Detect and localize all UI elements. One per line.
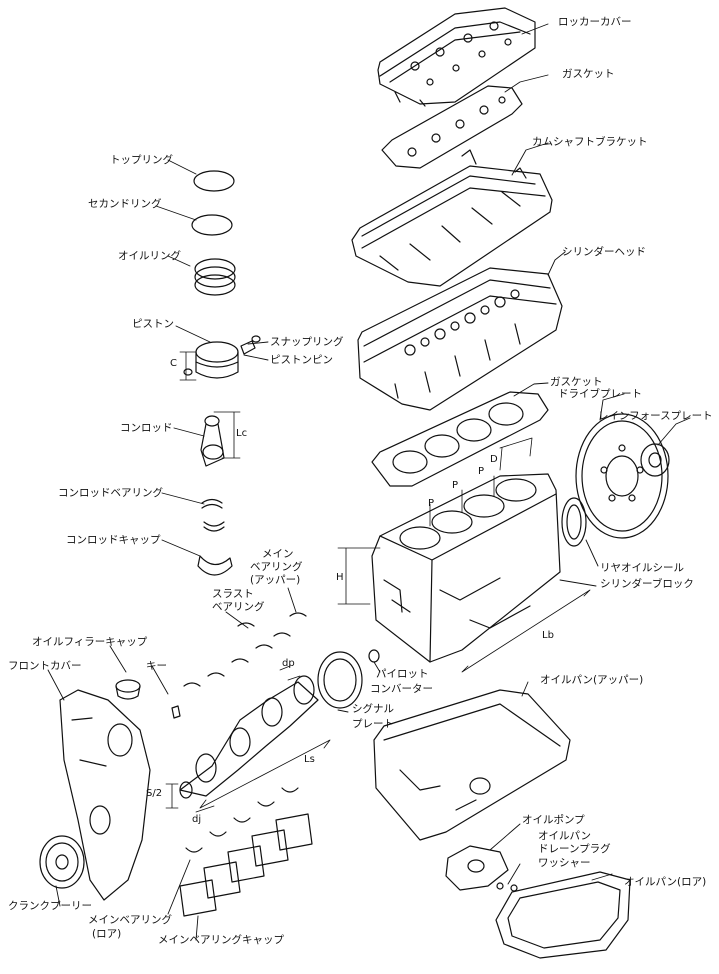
label-rocker-cover: ロッカーカバー bbox=[558, 16, 632, 28]
label-camshaft-bracket: カムシャフトブラケット bbox=[532, 136, 648, 148]
cylinder-head-drawing bbox=[357, 267, 563, 411]
label-main-bearing-lower-line1: メインベアリング bbox=[88, 914, 172, 926]
label-snap-ring: スナップリング bbox=[270, 336, 344, 348]
label-cylinder-block: シリンダーブロック bbox=[600, 578, 694, 590]
oil-filler-cap-drawing bbox=[115, 679, 141, 700]
rocker-cover-drawing bbox=[377, 7, 536, 107]
label-piston: ピストン bbox=[132, 318, 174, 330]
dim-dp: dp bbox=[282, 658, 295, 669]
label-thrust-bearing-line2: ベアリング bbox=[212, 601, 265, 613]
dimension-lines bbox=[165, 351, 591, 813]
label-piston-pin: ピストンピン bbox=[270, 354, 333, 366]
crank-pulley-drawing bbox=[39, 835, 85, 889]
label-main-bearing-upper-line1: メイン bbox=[262, 548, 294, 560]
label-key: キー bbox=[146, 660, 167, 672]
conrod-cap-drawing bbox=[197, 555, 233, 576]
main-bearings-upper-drawing bbox=[183, 612, 307, 687]
label-rear-oil-seal: リヤオイルシール bbox=[600, 562, 684, 574]
label-conrod-cap: コンロッドキャップ bbox=[66, 534, 161, 546]
label-front-cover: フロントカバー bbox=[8, 660, 82, 672]
label-conrod: コンロッド bbox=[120, 422, 173, 434]
front-cover-drawing bbox=[59, 689, 151, 901]
dim-p3: P bbox=[478, 466, 485, 477]
camshaft-bracket-drawing bbox=[351, 149, 553, 287]
label-pilot-converter-line1: パイロット bbox=[376, 668, 429, 680]
label-oil-pan-lower: オイルパン(ロア) bbox=[624, 876, 707, 888]
cylinder-block-drawing bbox=[371, 473, 561, 663]
head-gasket-drawing bbox=[371, 391, 549, 487]
dim-s2: S/2 bbox=[146, 788, 163, 799]
drain-plug-drawing bbox=[496, 882, 518, 892]
dim-ls: Ls bbox=[304, 754, 315, 765]
dim-p2: P bbox=[452, 480, 459, 491]
conrod-drawing bbox=[200, 415, 225, 467]
label-drive-plate: ドライブプレート bbox=[558, 388, 642, 400]
piston-rings-drawing bbox=[191, 170, 236, 296]
label-cylinder-head: シリンダーヘッド bbox=[562, 246, 646, 258]
label-head-gasket: ガスケット bbox=[550, 376, 603, 388]
key-drawing bbox=[171, 705, 181, 719]
conrod-bearing-drawing bbox=[201, 498, 225, 532]
label-reinforce-plate: レインフォースプレート bbox=[598, 410, 713, 422]
label-second-ring: セカンドリング bbox=[88, 198, 162, 210]
rocker-cover-gasket-drawing bbox=[381, 85, 523, 169]
main-bearings-lower-drawing bbox=[185, 787, 299, 853]
dim-lb: Lb bbox=[542, 630, 554, 641]
dim-lc: Lc bbox=[236, 428, 248, 439]
rear-oil-seal-drawing bbox=[561, 497, 587, 547]
oil-pan-lower-drawing bbox=[495, 871, 631, 959]
crankshaft-drawing bbox=[179, 675, 319, 799]
reinforce-plate-drawing bbox=[640, 443, 670, 477]
label-crank-pulley: クランクプーリー bbox=[8, 900, 92, 912]
oil-pan-upper-drawing bbox=[373, 689, 571, 841]
label-oil-ring: オイルリング bbox=[118, 250, 181, 262]
label-conrod-bearing: コンロッドベアリング bbox=[58, 487, 163, 499]
piston-drawing bbox=[183, 335, 261, 379]
label-pilot-converter-line2: コンバーター bbox=[370, 683, 433, 695]
label-signal-plate-line1: シグナル bbox=[352, 703, 394, 715]
label-washer: ワッシャー bbox=[538, 857, 591, 869]
label-drain-plug-line1: オイルパン bbox=[538, 830, 592, 842]
label-rocker-cover-gasket: ガスケット bbox=[562, 68, 615, 80]
label-drain-plug-line2: ドレーンプラグ bbox=[538, 843, 611, 855]
label-oil-pan-upper: オイルパン(アッパー) bbox=[540, 674, 644, 686]
label-main-bearing-cap: メインベアリングキャップ bbox=[158, 934, 284, 946]
label-oil-filler-cap: オイルフィラーキャップ bbox=[32, 636, 148, 648]
main-bearing-caps-drawing bbox=[179, 813, 313, 917]
label-signal-plate-line2: プレート bbox=[352, 718, 394, 730]
label-oil-pump: オイルポンプ bbox=[522, 814, 585, 826]
label-main-bearing-lower-line2: (ロア) bbox=[92, 928, 122, 940]
dim-d: D bbox=[490, 454, 498, 465]
oil-pump-drawing bbox=[445, 845, 509, 891]
label-main-bearing-upper-line3: (アッパー) bbox=[250, 574, 301, 586]
drive-plate-drawing bbox=[575, 413, 669, 539]
dim-p1: P bbox=[428, 498, 435, 509]
dim-h: H bbox=[336, 572, 344, 583]
pilot-converter-drawing bbox=[368, 649, 380, 663]
dim-dj: dj bbox=[192, 814, 202, 825]
dim-c: C bbox=[170, 358, 177, 369]
label-thrust-bearing-line1: スラスト bbox=[212, 588, 254, 600]
leader-lines bbox=[47, 23, 691, 941]
label-main-bearing-upper-line2: ベアリング bbox=[250, 561, 303, 573]
label-top-ring: トップリング bbox=[110, 154, 173, 166]
signal-plate-drawing bbox=[317, 651, 363, 709]
